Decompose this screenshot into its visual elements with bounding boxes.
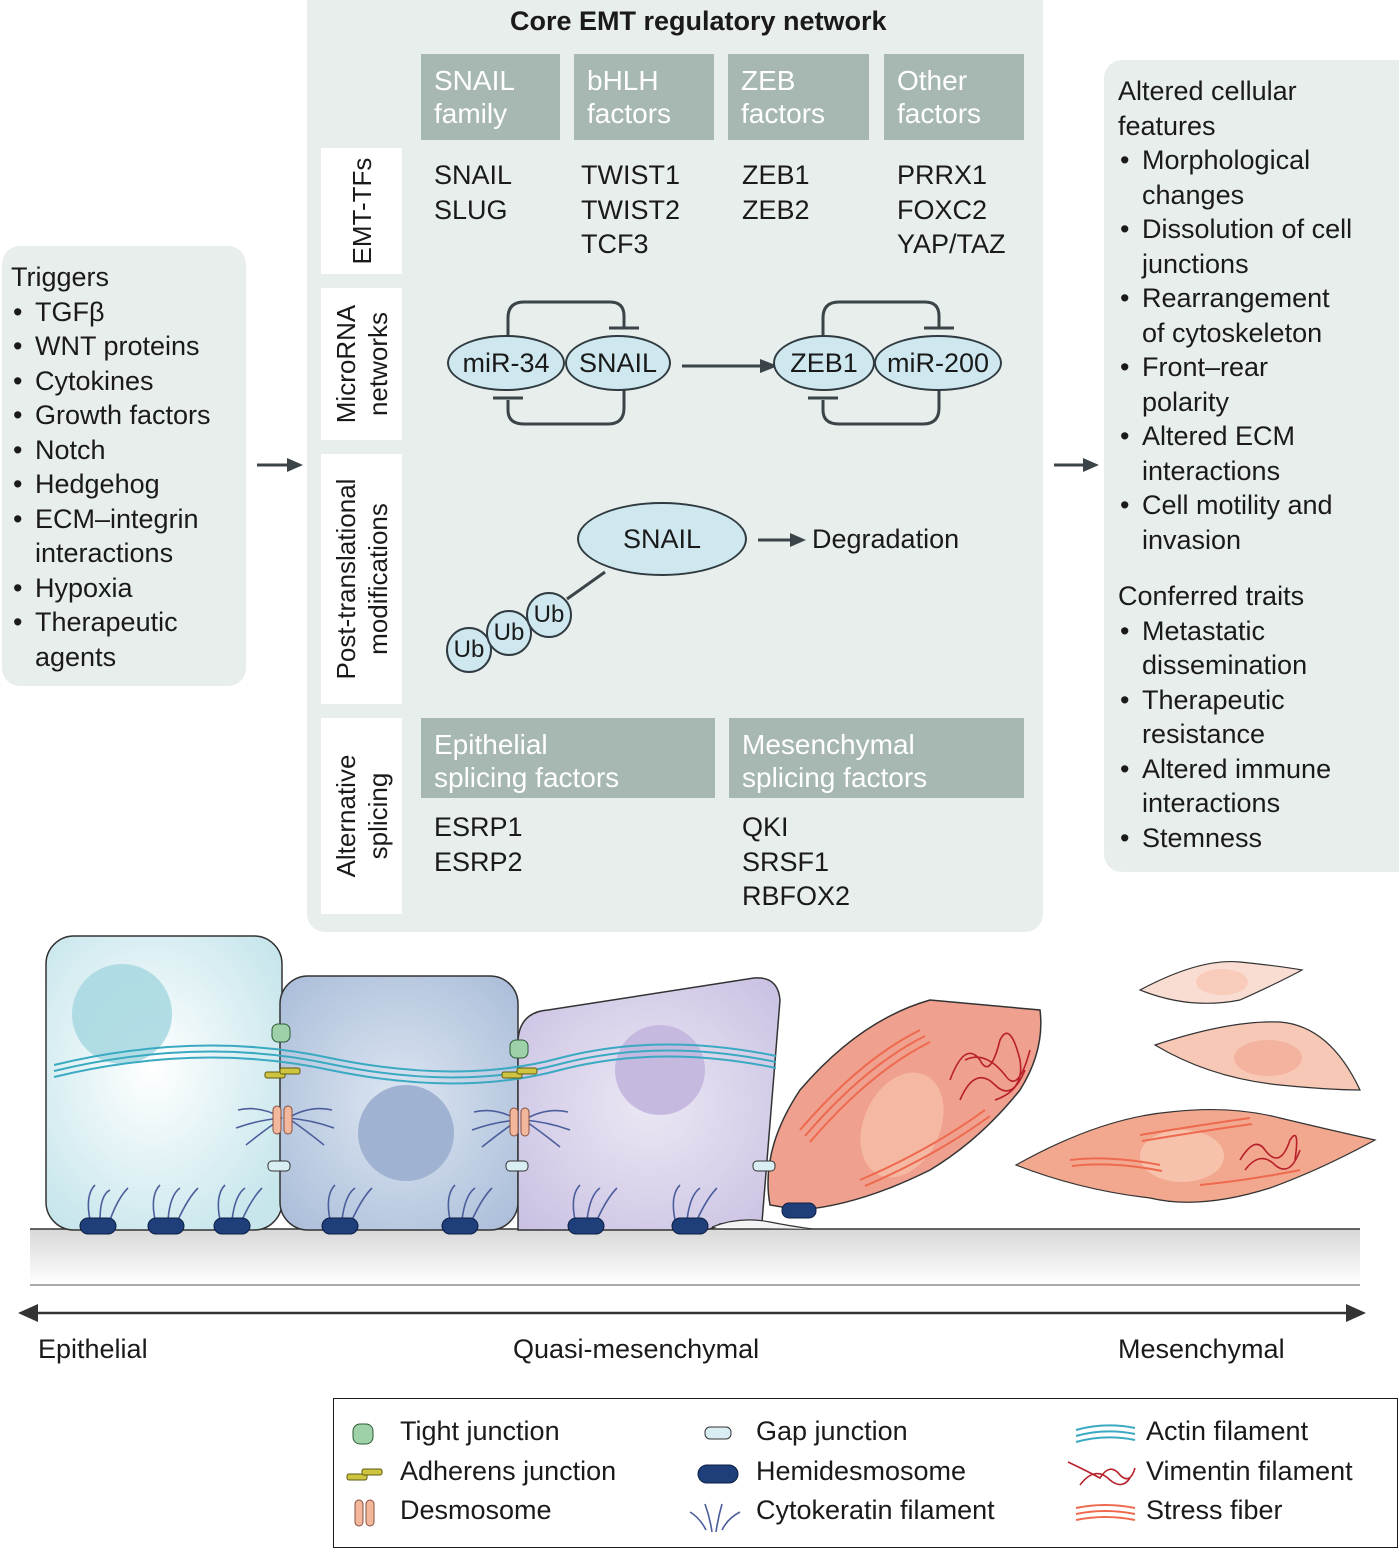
gap-junctions — [267, 1160, 776, 1172]
nucleus — [72, 964, 172, 1064]
mirna-node-mir34: miR-34 — [447, 335, 565, 391]
nucleus — [1234, 1040, 1302, 1076]
mesenchymal-cell-medium — [1153, 1021, 1361, 1091]
cytokeratin-filaments — [87, 1107, 718, 1221]
ptm-snail-protein: SNAIL — [577, 502, 747, 576]
legend-gap-junction: Gap junction — [756, 1416, 908, 1446]
trigger-item: TGFβ — [11, 295, 235, 330]
trigger-item: Notch — [11, 433, 235, 468]
epithelial-cell — [45, 935, 283, 1231]
spectrum-axis-left-arrow — [18, 1304, 38, 1322]
spectrum-axis-right-arrow — [1346, 1304, 1366, 1322]
core-network-title: Core EMT regulatory network — [510, 6, 887, 36]
ptm-degradation-label: Degradation — [812, 524, 960, 554]
actin-filament-band — [53, 1043, 777, 1085]
trigger-item: ECM–integrin interactions — [11, 502, 235, 571]
ubiquitin-icon: Ub — [486, 610, 532, 656]
triggers-heading: Triggers — [11, 262, 110, 292]
trigger-item: WNT proteins — [11, 329, 235, 364]
legend-box — [333, 1398, 1398, 1548]
row-label-emt-tfs: EMT-TFs — [321, 148, 402, 274]
trigger-item: Therapeutic agents — [11, 605, 235, 674]
cell-protrusion — [711, 1219, 813, 1230]
trigger-item: Hedgehog — [11, 467, 235, 502]
nucleus — [860, 1072, 944, 1178]
vimentin-filaments — [949, 1032, 1301, 1171]
stress-fibers — [799, 1029, 1301, 1187]
legend-desmosome: Desmosome — [400, 1495, 552, 1525]
ubiquitin-icon: Ub — [526, 592, 572, 638]
stage-label-mesenchymal: Mesenchymal — [1118, 1334, 1285, 1364]
basement-membrane — [30, 1229, 1360, 1285]
legend-vimentin-filament: Vimentin filament — [1146, 1456, 1353, 1486]
legend-tight-junction: Tight junction — [400, 1416, 560, 1446]
trigger-item: Growth factors — [11, 398, 235, 433]
triggers-list: Triggers TGFβ WNT proteins Cytokines Gro… — [11, 260, 235, 674]
stage-label-epithelial: Epithelial — [38, 1334, 148, 1364]
legend-adherens-junction: Adherens junction — [400, 1456, 617, 1486]
mirna-node-zeb1: ZEB1 — [773, 335, 875, 391]
quasi-cell-purple — [517, 977, 781, 1231]
nucleus — [1196, 969, 1248, 995]
trigger-item: Cytokines — [11, 364, 235, 399]
traits-heading: Conferred traits — [1118, 581, 1305, 611]
nucleus — [615, 1025, 705, 1115]
tight-junctions — [271, 1023, 529, 1059]
nucleus — [358, 1085, 454, 1181]
outcomes-traits: Conferred traits Metastaticdissemination… — [1118, 579, 1331, 855]
legend-hemidesmosome: Hemidesmosome — [756, 1456, 967, 1486]
desmosomes — [272, 1105, 530, 1137]
mesenchymal-migrating-cell — [767, 999, 1042, 1211]
trigger-item: Hypoxia — [11, 571, 235, 606]
mesenchymal-cell-small — [1138, 960, 1304, 1004]
mirna-node-mir200: miR-200 — [874, 335, 1002, 391]
legend-actin-filament: Actin filament — [1146, 1416, 1309, 1446]
nucleus — [1140, 1130, 1224, 1182]
legend-cytokeratin-filament: Cytokeratin filament — [756, 1495, 995, 1525]
trait-item: Stemness — [1118, 821, 1331, 856]
adherens-junctions — [264, 1067, 538, 1079]
ubiquitin-icon: Ub — [446, 627, 492, 673]
hemidesmosomes — [79, 1202, 817, 1235]
mesenchymal-cell-large — [1014, 1108, 1377, 1203]
stage-label-quasi-mesenchymal: Quasi-mesenchymal — [513, 1334, 760, 1364]
legend-stress-fiber: Stress fiber — [1146, 1495, 1283, 1525]
quasi-cell-blue — [279, 975, 519, 1231]
mirna-node-snail: SNAIL — [565, 335, 671, 391]
